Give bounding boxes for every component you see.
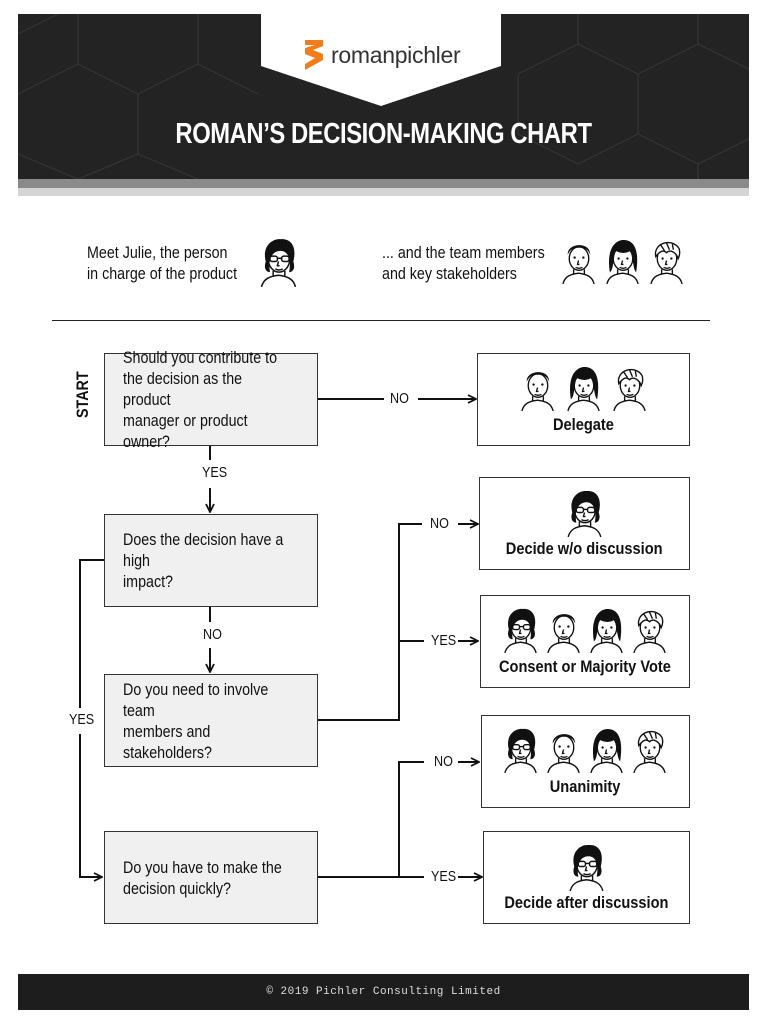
- outcome-decide-after-label: Decide after discussion: [504, 893, 669, 912]
- edge-label-q3-no: NO: [430, 515, 449, 532]
- outcome-decide-after-discussion: Decide after discussion: [483, 831, 690, 924]
- intro-team-text: ... and the team members and key stakeho…: [382, 243, 545, 283]
- question-box-quickly: Do you have to make the decision quickly…: [104, 831, 318, 924]
- romanpichler-logo-icon: [305, 40, 323, 70]
- outcome-decide-without-discussion: Decide w/o discussion: [479, 477, 690, 570]
- edge-label-q2-yes: YES: [69, 711, 95, 728]
- team-boy-avatar-icon: [632, 610, 666, 654]
- question-box-high-impact: Does the decision have a high impact?: [104, 514, 318, 607]
- outcome-consent-faces: [481, 606, 689, 654]
- team-man-avatar-icon: [547, 734, 580, 774]
- edge-label-q3-yes: YES: [431, 632, 457, 649]
- question-quickly-text: Do you have to make the decision quickly…: [123, 857, 282, 898]
- team-man-avatar-icon: [562, 245, 595, 285]
- julie-avatar-icon: [503, 608, 537, 654]
- question-contribute-text: Should you contribute to the decision as…: [123, 348, 278, 451]
- outcome-decide-after-faces: [484, 842, 689, 892]
- edge-label-q4-no: NO: [434, 753, 453, 770]
- page-title: ROMAN’S DECISION-MAKING CHART: [175, 118, 592, 150]
- outcome-consent-majority: Consent or Majority Vote: [480, 595, 690, 688]
- question-box-involve: Do you need to involve team members and …: [104, 674, 318, 767]
- outcome-unanimity-label: Unanimity: [550, 777, 621, 796]
- team-man-avatar-icon: [520, 372, 554, 412]
- question-involve-text: Do you need to involve team members and …: [123, 679, 269, 762]
- julie-avatar-icon: [504, 728, 537, 774]
- julie-avatar-icon: [568, 844, 604, 892]
- team-man-avatar-icon: [546, 614, 580, 654]
- copyright-text: © 2019 Pichler Consulting Limited: [266, 986, 501, 998]
- logo-tab: [261, 14, 501, 106]
- team-woman-avatar-icon: [606, 240, 639, 285]
- logo: romanpichler: [303, 38, 461, 72]
- team-woman-avatar-icon: [590, 729, 623, 774]
- question-box-contribute: Should you contribute to the decision as…: [104, 348, 318, 451]
- edge-label-q1-no: NO: [390, 390, 409, 407]
- edge-label-q4-yes: YES: [431, 868, 457, 885]
- team-avatars: [559, 236, 687, 286]
- hexagon-pattern: [18, 14, 749, 179]
- julie-avatar-icon: [566, 490, 602, 538]
- intro-julie-text: Meet Julie, the person in charge of the …: [87, 243, 238, 283]
- outcome-delegate: Delegate: [477, 353, 690, 446]
- outcome-decide-without-label: Decide w/o discussion: [506, 539, 663, 558]
- footer: © 2019 Pichler Consulting Limited: [18, 974, 749, 1010]
- question-high-impact-text: Does the decision have a high impact?: [123, 530, 284, 591]
- outcome-unanimity-faces: [482, 726, 689, 774]
- header-band-dark: [18, 179, 749, 188]
- outcome-delegate-label: Delegate: [553, 415, 614, 434]
- team-boy-avatar-icon: [633, 730, 666, 774]
- outcome-consent-label: Consent or Majority Vote: [499, 657, 671, 676]
- outcome-unanimity: Unanimity: [481, 715, 690, 808]
- team-boy-avatar-icon: [650, 241, 683, 285]
- team-woman-avatar-icon: [566, 367, 600, 412]
- outcome-decide-without-faces: [480, 488, 689, 538]
- header-band-light: [18, 188, 749, 196]
- julie-avatar-icon: [260, 239, 297, 288]
- section-divider: [52, 320, 710, 321]
- edge-label-q1-yes: YES: [202, 464, 228, 481]
- start-label: START: [73, 371, 92, 418]
- logo-text: romanpichler: [331, 41, 461, 68]
- team-woman-avatar-icon: [589, 609, 623, 654]
- edge-label-q2-no: NO: [203, 626, 222, 643]
- header-banner: romanpichler ROMAN’S DECISION-MAKING CHA…: [18, 14, 749, 179]
- team-boy-avatar-icon: [612, 368, 646, 412]
- outcome-delegate-faces: [478, 364, 689, 412]
